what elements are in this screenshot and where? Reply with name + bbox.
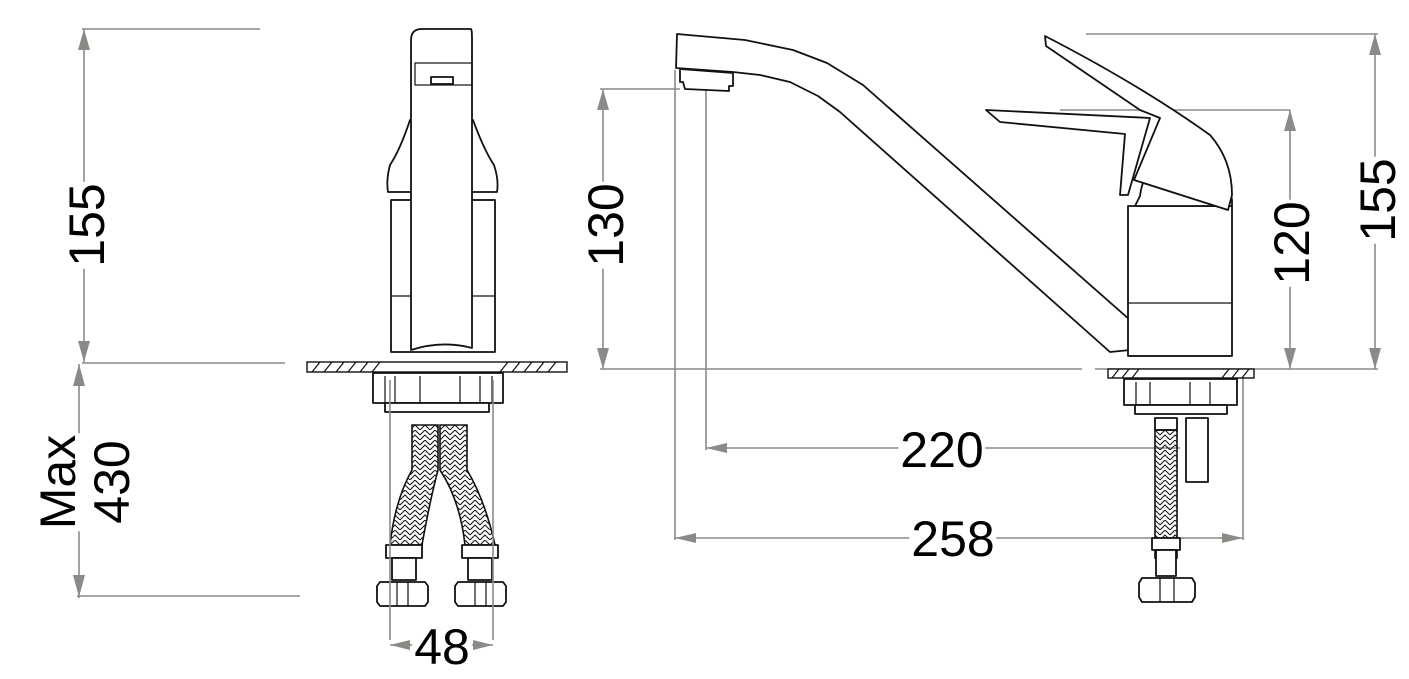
- max-hose-length-label: 430: [84, 438, 140, 526]
- hose-spacing-label: 48: [412, 619, 472, 675]
- side-view-faucet: [675, 33, 1255, 603]
- total-depth-label: 258: [909, 511, 997, 567]
- spout-reach-label: 220: [898, 422, 986, 478]
- body-height-label: 120: [1264, 199, 1320, 287]
- side-height-label: 155: [1350, 156, 1406, 244]
- front-height-label: 155: [59, 181, 115, 269]
- max-label: Max: [30, 432, 86, 532]
- spout-outlet-height-label: 130: [578, 181, 634, 269]
- front-height-dimension: [78, 28, 285, 364]
- front-view-faucet: [306, 28, 568, 607]
